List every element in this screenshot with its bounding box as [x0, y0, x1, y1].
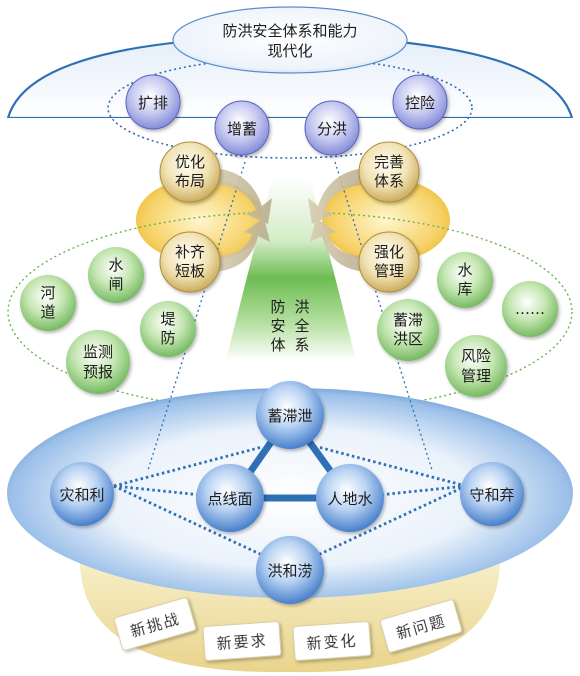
title-ellipse [172, 6, 408, 74]
left-gold-node-1 [159, 231, 221, 293]
top-node-1-label: 增蓄 [227, 120, 257, 138]
right-green-3-l2: 管理 [461, 367, 491, 385]
funnel-left [147, 161, 246, 471]
left-green-1-l1: 河 [40, 284, 55, 302]
center-col1-0: 防 [270, 298, 285, 316]
arrow-right-upper [308, 168, 368, 224]
tri-bottom-label: 洪和涝 [267, 562, 312, 580]
side-node-left [50, 462, 114, 526]
left-green-2-l1: 堤 [160, 310, 175, 328]
top-node-2 [304, 100, 360, 156]
right-green-2-l1: 蓄滞 [393, 311, 423, 329]
base-ellipse [7, 388, 573, 598]
tri-node-left [196, 464, 264, 532]
left-green-node-3 [66, 330, 130, 394]
tri-left-label: 点线面 [207, 490, 252, 508]
tri-node-bottom [256, 536, 324, 604]
arrow-left-lower [212, 218, 270, 272]
card-0: 新挑战 [113, 597, 197, 651]
right-green-node-2 [377, 299, 439, 361]
tri-top-label: 蓄滞泄 [267, 407, 312, 425]
left-green-2-l2: 防 [160, 329, 175, 347]
right-green-3-l1: 风险 [461, 347, 491, 365]
left-green-1-l2: 道 [40, 303, 55, 321]
side-left-label: 灾和利 [59, 486, 104, 504]
left-green-node-0 [88, 247, 144, 303]
right-gold-0-l1: 完善 [374, 153, 404, 171]
left-gold-1-l2: 短板 [175, 262, 205, 280]
left-gold-node-0 [159, 141, 221, 203]
left-green-0-l1: 水 [108, 256, 123, 274]
left-gold-1-l1: 补齐 [175, 243, 205, 261]
right-green-0-l2: 库 [457, 280, 472, 298]
left-green-3-l2: 预报 [83, 363, 113, 381]
center-col1-2: 体 [270, 336, 285, 354]
left-gold-0-l1: 优化 [175, 153, 205, 171]
right-gold-node-0 [358, 141, 420, 203]
tri-node-right [316, 464, 384, 532]
tri-node-top [256, 381, 324, 449]
flow-arrows [212, 168, 368, 272]
left-green-node-1 [20, 275, 76, 331]
right-green-node-1 [502, 281, 558, 337]
card-1-label: 新要求 [216, 631, 268, 653]
right-gold-node-1 [358, 231, 420, 293]
right-green-node-0 [437, 252, 493, 308]
side-node-right [460, 462, 524, 526]
top-node-2-label: 分洪 [317, 120, 347, 138]
arrow-left-upper [212, 168, 272, 224]
card-3: 新问题 [379, 599, 463, 653]
top-node-3 [392, 74, 448, 130]
top-node-0-label: 扩排 [138, 94, 168, 112]
tri-right-label: 人地水 [327, 490, 372, 508]
right-green-1-l1: …… [515, 300, 545, 318]
arrow-right-lower [310, 218, 368, 272]
right-gold-1-l2: 管理 [374, 262, 404, 280]
center-col2-0: 洪 [294, 298, 309, 316]
center-col1-1: 安 [270, 317, 285, 335]
right-gold-1-l1: 强化 [374, 243, 404, 261]
right-gold-blob [322, 178, 450, 262]
center-col2-2: 系 [294, 336, 309, 354]
right-green-2-l2: 洪区 [393, 330, 423, 348]
right-green-0-l1: 水 [457, 261, 472, 279]
right-green-node-3 [445, 335, 507, 397]
side-right-label: 守和弃 [469, 486, 514, 504]
left-green-0-l2: 闸 [108, 275, 123, 293]
card-2: 新变化 [292, 621, 372, 661]
center-cone [226, 178, 356, 360]
card-1: 新要求 [202, 621, 282, 661]
top-node-1 [214, 100, 270, 156]
top-node-3-label: 控险 [405, 94, 435, 112]
left-gold-0-l2: 布局 [175, 172, 205, 190]
card-2-label: 新变化 [306, 631, 358, 653]
right-gold-0-l2: 体系 [374, 172, 404, 190]
left-green-3-l1: 监测 [83, 343, 113, 361]
title-line1: 防洪安全体系和能力 [222, 22, 357, 40]
top-node-0 [125, 74, 181, 130]
title-line2: 现代化 [267, 42, 312, 60]
left-green-node-2 [140, 301, 196, 357]
core-triangle [228, 411, 354, 502]
center-col2-1: 全 [294, 317, 309, 335]
